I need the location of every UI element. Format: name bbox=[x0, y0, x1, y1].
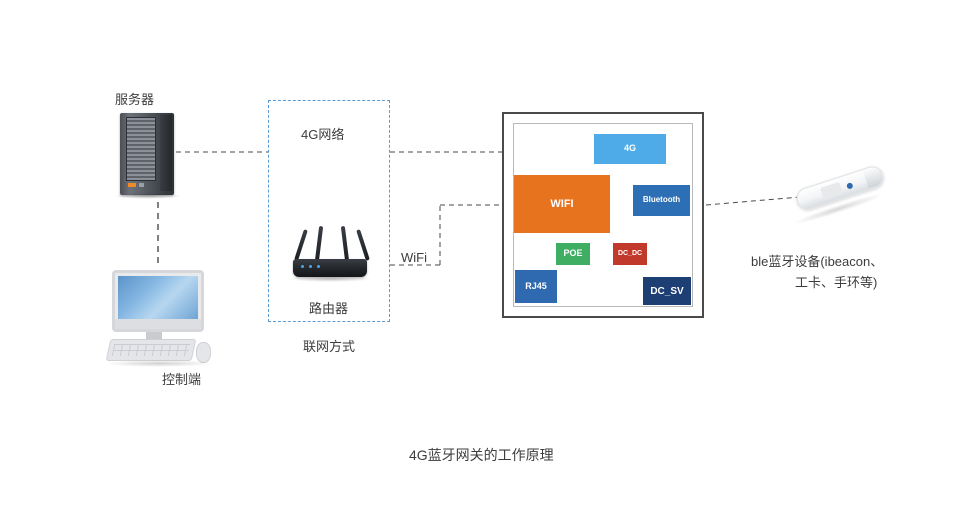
router-icon bbox=[293, 259, 367, 277]
gateway-board-inner-frame bbox=[513, 123, 693, 307]
ble-device-label-line2: 工卡、手环等) bbox=[795, 275, 878, 290]
chip-rj45: RJ45 bbox=[515, 270, 557, 303]
link-gateway-to-ble bbox=[705, 196, 801, 206]
network-method-label: 联网方式 bbox=[303, 339, 356, 354]
link-wifi-label: WiFi bbox=[401, 250, 427, 265]
server-shadow bbox=[114, 193, 182, 199]
mouse-icon bbox=[196, 342, 211, 363]
chip-dc-sv: DC_SV bbox=[643, 277, 691, 305]
server-front-panel bbox=[126, 117, 156, 181]
network-method-box bbox=[268, 100, 390, 322]
server-led-secondary-icon bbox=[139, 183, 144, 187]
chip-bluetooth: Bluetooth bbox=[633, 185, 690, 216]
server-led-icon bbox=[128, 183, 136, 187]
ble-device-label-line1: ble蓝牙设备(ibeacon、 bbox=[751, 254, 884, 269]
keyboard-keys bbox=[111, 344, 191, 356]
chip-dc-dc: DC_DC bbox=[613, 243, 647, 265]
router-label: 路由器 bbox=[309, 301, 349, 316]
control-terminal-icon bbox=[112, 270, 204, 332]
chip-wifi: WIFI bbox=[514, 175, 610, 233]
router-shadow bbox=[288, 276, 372, 282]
imac-display bbox=[118, 276, 198, 319]
control-terminal-label: 控制端 bbox=[162, 372, 202, 387]
server-side-panel bbox=[160, 115, 172, 191]
link-4g-label: 4G网络 bbox=[301, 127, 345, 142]
chip-poe: POE bbox=[556, 243, 590, 265]
diagram-caption: 4G蓝牙网关的工作原理 bbox=[409, 447, 554, 463]
desk-shadow bbox=[104, 360, 214, 367]
server-label: 服务器 bbox=[115, 92, 155, 107]
imac-chin bbox=[115, 319, 201, 329]
chip-4g: 4G bbox=[594, 134, 666, 164]
server-icon bbox=[120, 113, 174, 195]
keyboard-icon bbox=[105, 339, 197, 361]
